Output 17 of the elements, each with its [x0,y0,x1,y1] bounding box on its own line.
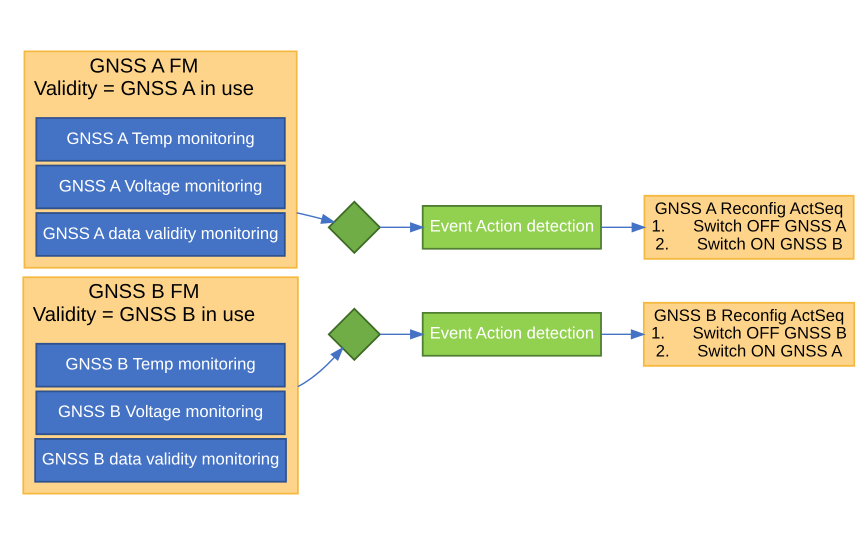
node-box: GNSS A Temp monitoring [34,116,286,162]
node-box: GNSS A data validity monitoring [34,212,286,256]
node-diamond [327,200,381,254]
node-box: GNSS A Reconfig ActSeq 1. Switch OFF GNSS A 2. Switch ON GNSS B [643,194,854,260]
node-box: GNSS B Temp monitoring [34,342,286,388]
node-box: GNSS B data validity monitoring [34,438,286,482]
node-box: GNSS B Reconfig ActSeq 1. Switch OFF GNSS B 2. Switch ON GNSS A [642,301,855,366]
arrow [600,222,646,232]
node-box: GNSS B Voltage monitoring [34,390,286,435]
arrow [380,328,424,339]
arrow [600,328,646,339]
node-box: Event Action detection [421,204,602,250]
arrow [296,212,336,224]
arrow [380,222,424,232]
arrow [297,346,344,387]
node-box: Event Action detection [421,312,602,356]
node-box: GNSS A Voltage monitoring [34,164,286,209]
